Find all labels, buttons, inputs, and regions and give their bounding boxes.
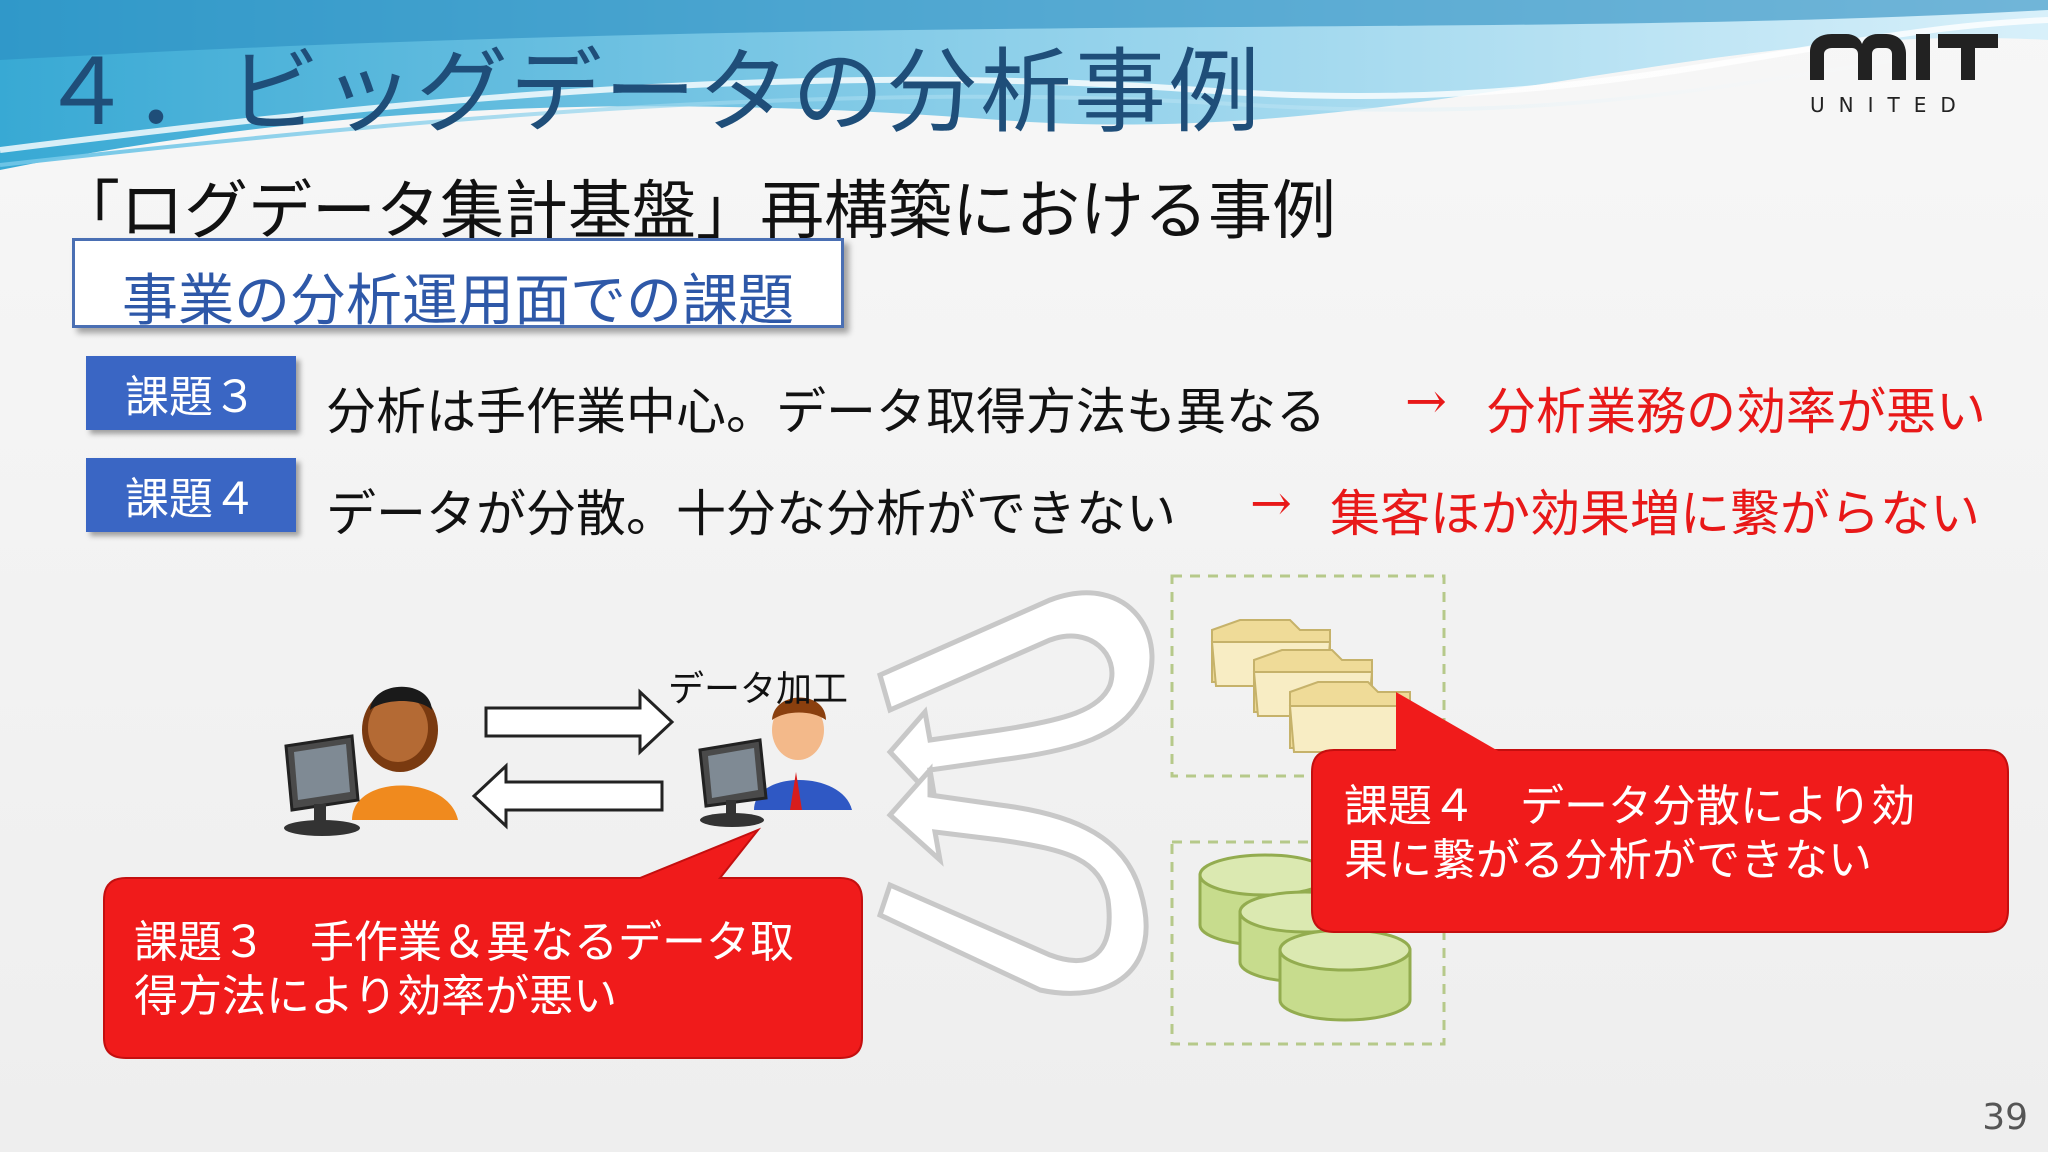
callout-issue-3-line-2: 得方法により効率が悪い (134, 971, 618, 1022)
file-storage-box (1170, 574, 1446, 778)
issue-text-4: データが分散。十分な分析ができない (326, 485, 1176, 543)
issue-text-3: 分析は手作業中心。データ取得方法も異なる (326, 383, 1326, 441)
section-label: 事業の分析運用面での課題 (122, 269, 794, 334)
section-box (72, 238, 844, 328)
flow-arrow-lower-icon (876, 763, 1149, 996)
folders-icon (1210, 619, 1412, 753)
callout-issue-3-line-1: 課題３ 手作業＆異なるデータ取 (134, 917, 794, 968)
company-logo: UNITED (1810, 34, 1998, 117)
slide-title: ４．ビッグデータの分析事例 (40, 39, 1263, 146)
issue-result-4: 集客ほか効果増に繋がらない (1330, 485, 1980, 543)
callout-issue-3-shape (103, 827, 863, 1059)
issue-arrow-3: → (1405, 372, 1447, 430)
callout-issue-4-shape (1311, 692, 2009, 933)
arrow-right-icon (484, 688, 675, 756)
issue-tag-3: 課題３ (86, 356, 296, 430)
issue-tag-4: 課題４ (86, 458, 296, 532)
diagram (103, 574, 2009, 1059)
slide-subtitle: 「ログデータ集計基盤」再構築における事例 (56, 175, 1336, 249)
callout-issue-4-line-1: 課題４ データ分散により効 (1344, 781, 1916, 832)
processor-at-computer-icon (698, 697, 852, 827)
database-storage-box (1170, 840, 1446, 1046)
arrow-left-icon (471, 762, 664, 830)
issue-arrow-4: → (1250, 474, 1292, 532)
data-processing-label: データ加工 (668, 669, 849, 710)
issue-result-3: 分析業務の効率が悪い (1486, 383, 1986, 441)
svg-text:UNITED: UNITED (1810, 93, 1970, 117)
flow-arrow-upper-icon (876, 590, 1155, 808)
analyst-at-computer-icon (284, 686, 458, 836)
page-number: 39 (1982, 1097, 2028, 1138)
callout-issue-4-line-2: 果に繋がる分析ができない (1344, 835, 1872, 886)
header-wave-banner (0, 0, 2048, 170)
